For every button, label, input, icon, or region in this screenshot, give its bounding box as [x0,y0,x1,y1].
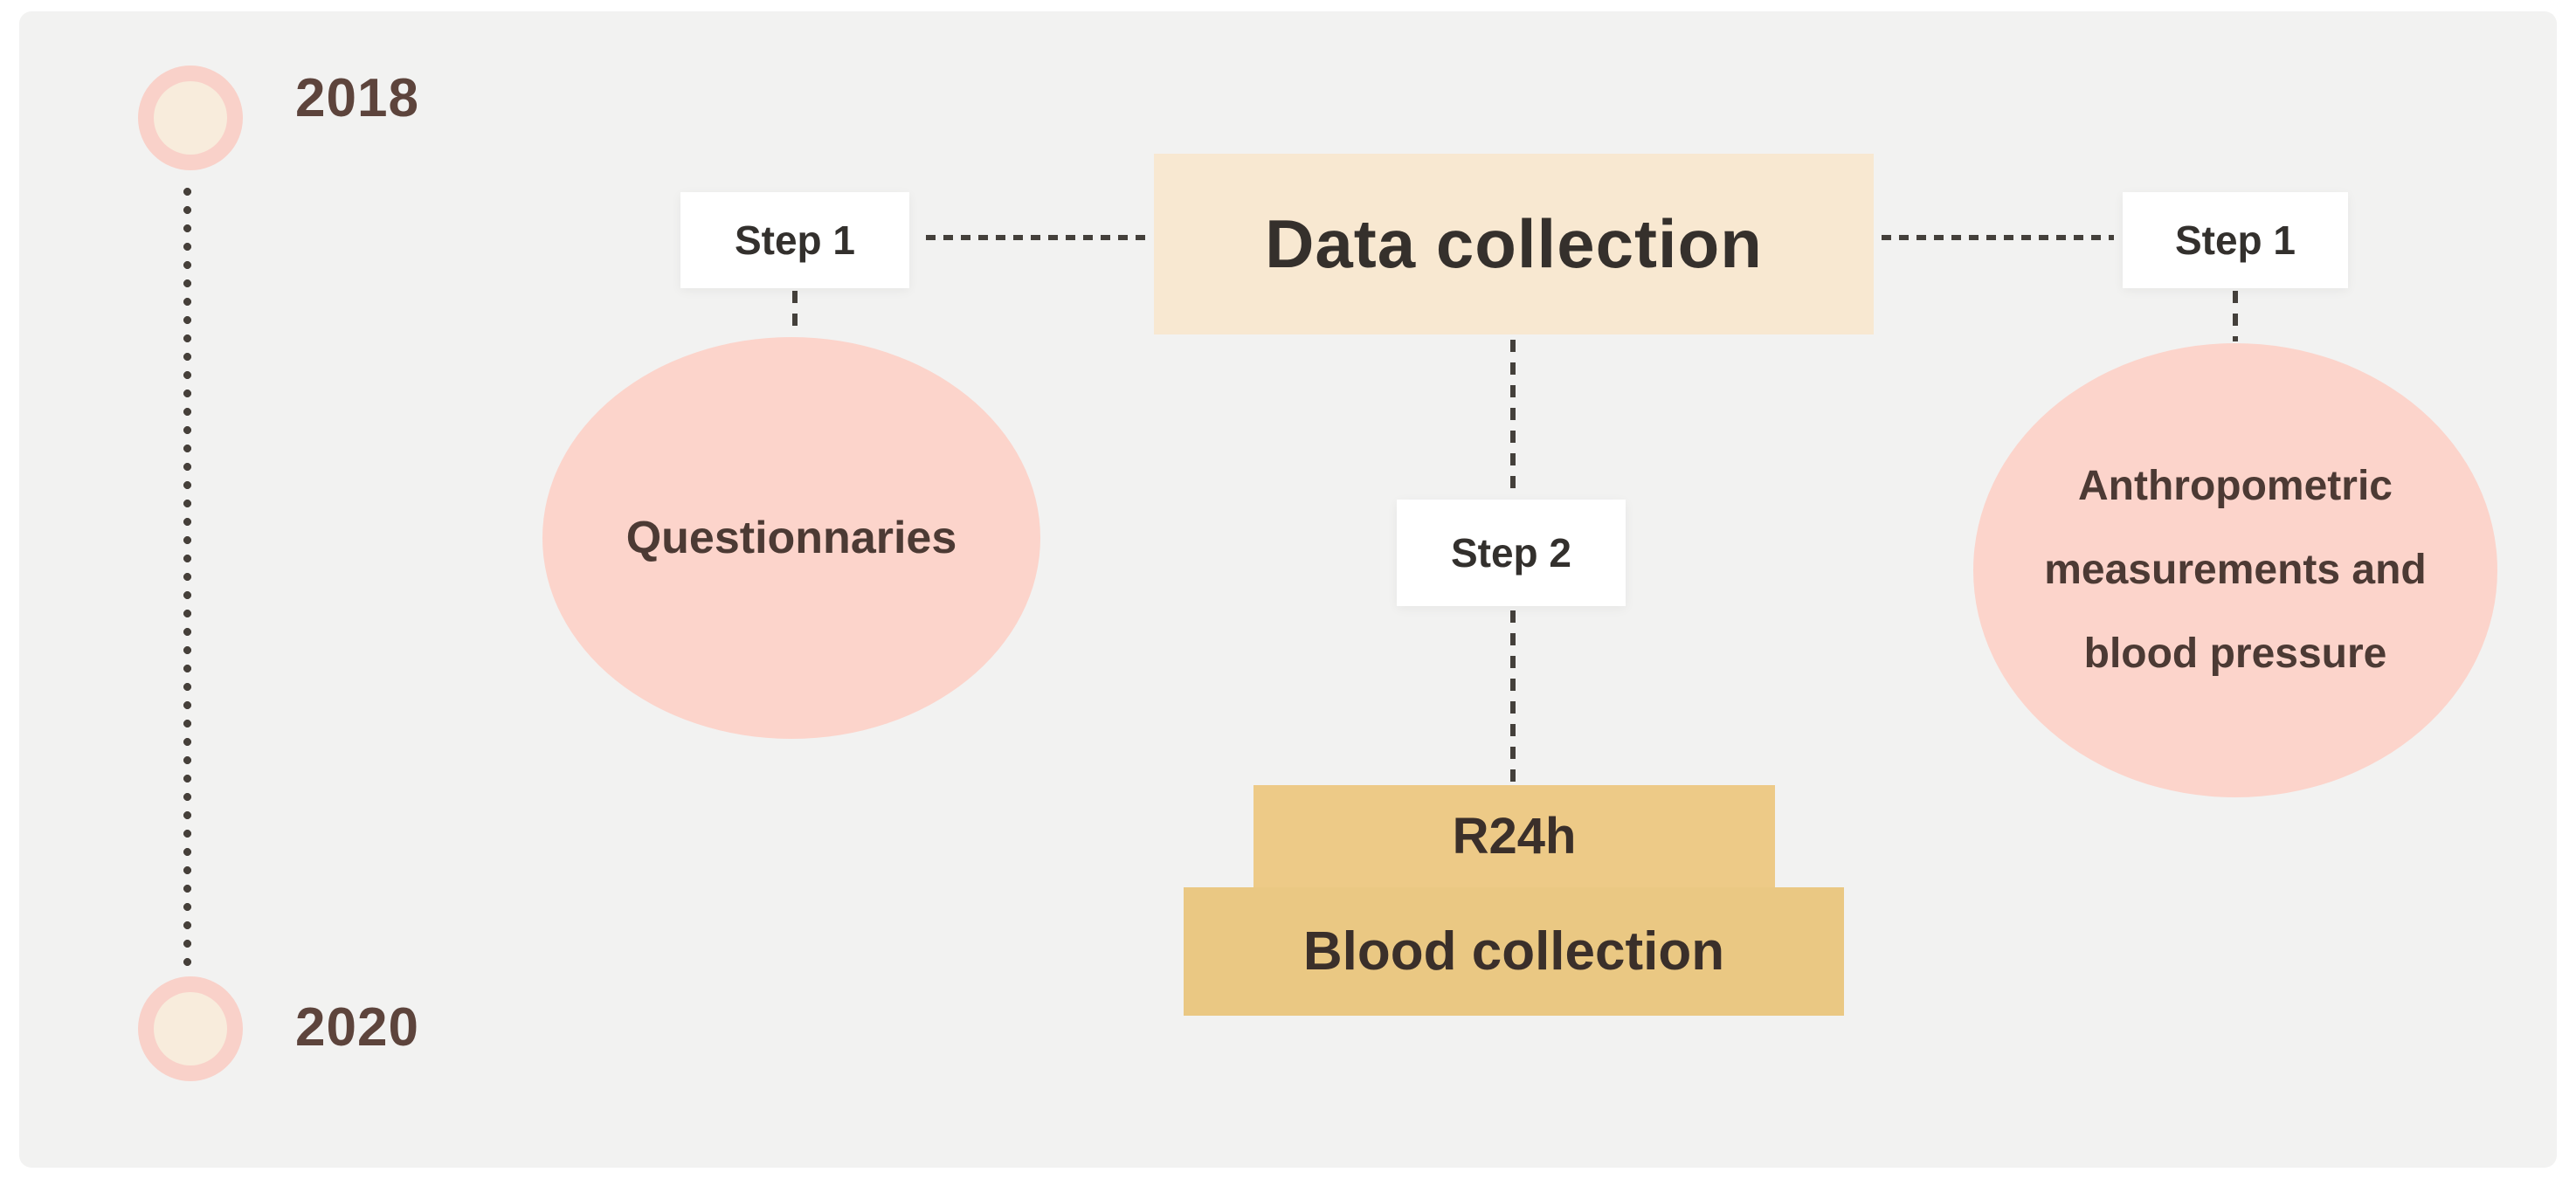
anthropometric-line-1: Anthropometric [2077,463,2393,509]
connector-step1-left-to-questionnaires [792,291,798,336]
connector-node-to-step1-right [1882,235,2114,240]
diagram-panel: 2018 2020 Step 1 Step 1 Step 2 Data coll… [19,11,2557,1168]
timeline-start-year: 2018 [295,68,419,128]
step1-left-label: Step 1 [680,192,909,288]
timeline-end-year: 2020 [295,997,419,1058]
step2-label: Step 2 [1397,500,1626,606]
blood-collection-box: Blood collection [1184,887,1844,1016]
anthropometric-line-2: measurements and [2044,547,2427,593]
anthropometric-label: Anthropometric measurements and blood pr… [2044,445,2427,696]
anthropometric-line-3: blood pressure [2083,631,2387,677]
timeline-end-marker-inner [154,992,227,1065]
r24h-box: R24h [1253,785,1775,887]
questionnaires-label: Questionnaries [625,513,957,563]
connector-step1-right-to-anthropometric [2233,291,2238,341]
questionnaires-ellipse: Questionnaries [542,337,1040,739]
timeline-dotted-line [183,188,191,972]
connector-step2-to-r24h [1510,610,1516,783]
data-collection-node: Data collection [1154,154,1874,334]
connector-step1-left-to-node [926,235,1146,240]
connector-node-to-step2 [1510,340,1516,493]
timeline-start-marker [138,66,243,170]
anthropometric-ellipse: Anthropometric measurements and blood pr… [1973,343,2497,797]
timeline-end-marker [138,976,243,1081]
timeline-start-marker-inner [154,81,227,155]
step1-right-label: Step 1 [2123,192,2348,288]
